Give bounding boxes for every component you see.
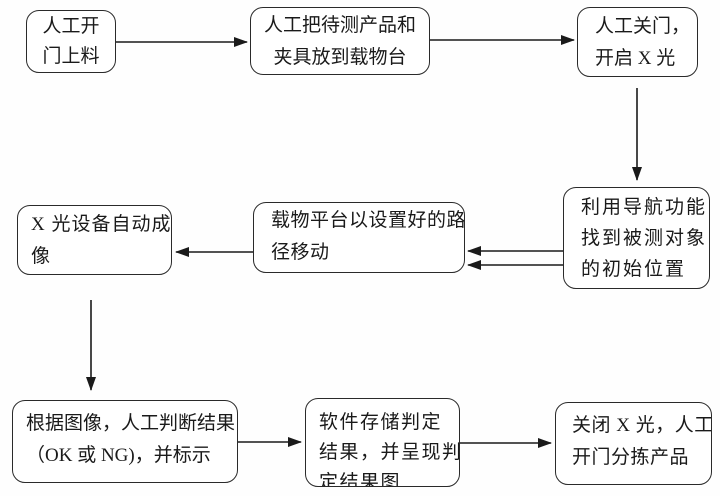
node-text-line: 开启 X 光 bbox=[595, 48, 676, 69]
node-text-line: 像 bbox=[31, 246, 52, 267]
flow-node-stage-moves-on-path: 载物平台以设置好的路 径移动 bbox=[253, 202, 465, 273]
flow-node-xray-off-sort-product: 关闭 X 光，人工 开门分拣产品 bbox=[555, 402, 712, 485]
node-text-line: （OK 或 NG)，并标示 bbox=[26, 445, 211, 466]
node-text-line: 找到被测对象 bbox=[581, 228, 708, 249]
flow-node-manual-open-load: 人工开 门上料 bbox=[26, 10, 116, 73]
flow-node-place-product-on-stage: 人工把待测产品和 夹具放到载物台 bbox=[250, 7, 430, 75]
node-text-line: 软件存储判定 bbox=[319, 412, 443, 433]
flow-node-close-door-xray-on: 人工关门， 开启 X 光 bbox=[577, 7, 698, 77]
node-text-line: 结果，并呈现判 bbox=[319, 442, 460, 463]
node-text-line: 载物平台以设置好的路 bbox=[271, 210, 465, 231]
node-text-line: 根据图像，人工判断结果 bbox=[26, 413, 236, 434]
flow-node-xray-auto-imaging: X 光设备自动成 像 bbox=[17, 205, 172, 275]
flow-node-manual-judge-result: 根据图像，人工判断结果 （OK 或 NG)，并标示 bbox=[12, 400, 238, 483]
node-text-line: 人工开 bbox=[42, 16, 100, 37]
flow-node-software-store-result: 软件存储判定 结果，并呈现判 定结果图 bbox=[305, 398, 460, 487]
node-text-line: 开门分拣产品 bbox=[572, 447, 690, 468]
node-text-line: 利用导航功能 bbox=[581, 197, 708, 218]
flow-node-navigate-initial-position: 利用导航功能 找到被测对象 的初始位置 bbox=[563, 187, 710, 289]
node-text-line: 门上料 bbox=[42, 46, 100, 67]
node-text-line: 人工把待测产品和 bbox=[263, 15, 416, 36]
node-text-line: 径移动 bbox=[271, 242, 330, 263]
node-text-line: X 光设备自动成 bbox=[31, 214, 172, 235]
node-text-line: 关闭 X 光，人工 bbox=[572, 415, 712, 436]
node-text-line: 的初始位置 bbox=[581, 259, 687, 280]
node-text-line: 夹具放到载物台 bbox=[273, 47, 407, 68]
node-text-line: 人工关门， bbox=[595, 16, 691, 37]
node-text-line: 定结果图 bbox=[319, 472, 402, 487]
